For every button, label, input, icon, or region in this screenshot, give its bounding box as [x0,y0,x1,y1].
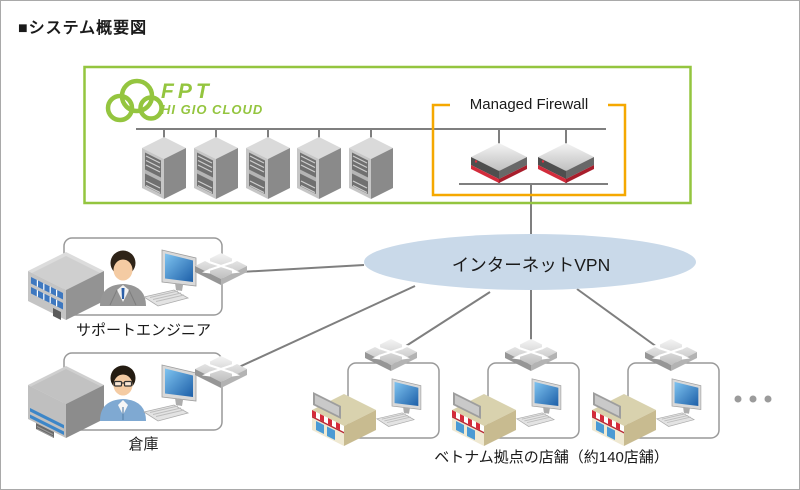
support-engineer-label: サポートエンジニア [75,322,211,339]
managed-firewall-zone-border [431,103,627,197]
router-icon [194,252,248,286]
router-icon [504,338,558,372]
computer-icon [656,378,702,427]
warehouse-building-icon [27,365,105,439]
server-icon [193,136,239,200]
warehouse-label: 倉庫 [128,436,159,453]
computer-icon [516,378,562,427]
server-icon [348,136,394,200]
link-store-1 [391,291,491,356]
server-icon [245,136,291,200]
engineer-person-icon [99,250,147,307]
fpt-cloud-logo-icon [105,78,164,123]
worker-person-icon [99,364,147,422]
page-title: ■システム概要図 [18,20,148,37]
computer-icon [143,364,197,422]
router-icon [194,355,248,389]
vietnam-stores-label: ベトナム拠点の店舗（約140店舗） [434,449,669,466]
cloud-zone-border [83,65,692,205]
computer-icon [143,249,197,307]
link-store-3 [576,288,669,356]
firewall-icon [471,143,527,183]
fpt-logo-text-line1: FPT [161,80,213,103]
internet-vpn-ellipse [364,234,696,290]
computer-icon [376,378,422,427]
managed-firewall-label: Managed Firewall [450,95,608,114]
firewall-icon [538,143,594,183]
office-building-icon [27,251,105,321]
server-icon [296,136,342,200]
link-warehouse [225,285,416,374]
fpt-logo-text-line2: HI GIO CLOUD [161,102,264,117]
ellipsis-icon [734,395,772,403]
server-icon [141,136,187,200]
internet-vpn-label: インターネットVPN [451,255,611,275]
